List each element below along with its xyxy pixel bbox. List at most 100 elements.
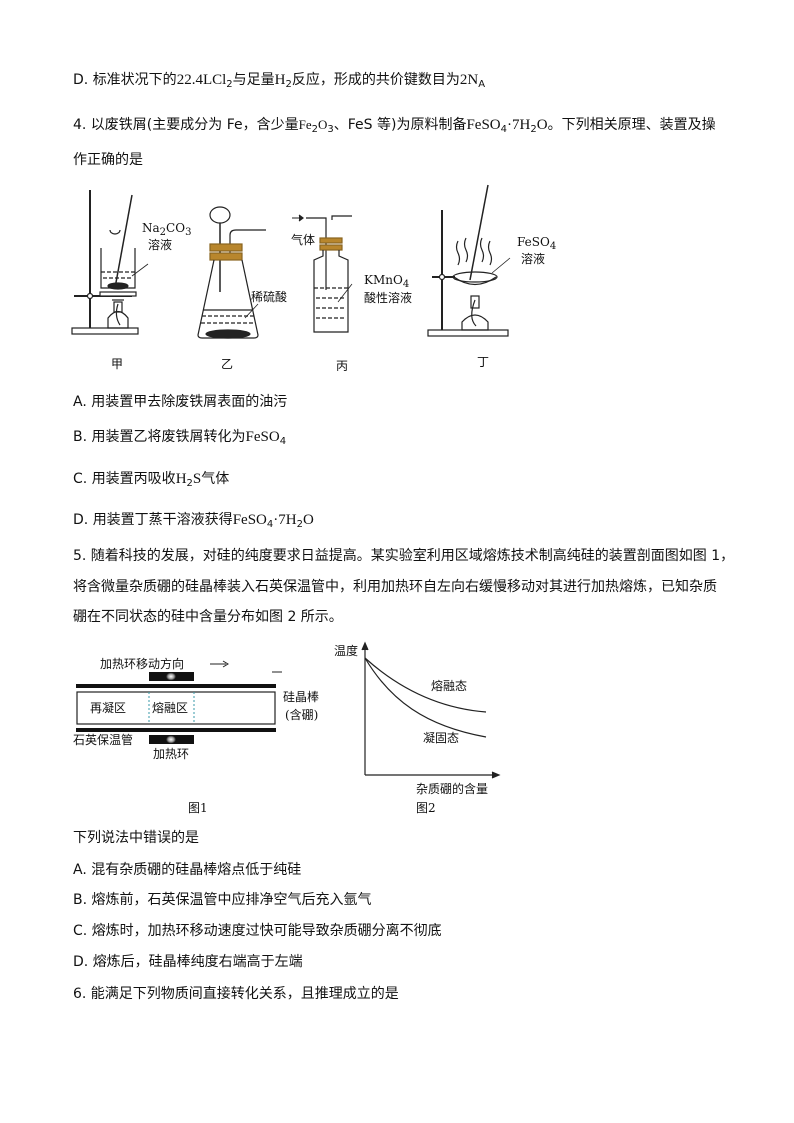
fig2-ylabel: 温度	[334, 644, 359, 658]
formula: O	[536, 117, 548, 133]
text: 反应，形成的共价键数目为	[291, 72, 460, 88]
option-text: 用装置丁蒸干溶液获得	[92, 512, 233, 528]
curve-solid	[364, 657, 487, 738]
ding-label-solution: 溶液	[521, 252, 546, 266]
apparatus-yi	[197, 206, 266, 339]
jia-label-solution: 溶液	[148, 238, 173, 252]
option-letter: A.	[73, 862, 87, 878]
subscript: 2	[226, 79, 233, 90]
q5-option-a[interactable]: A. 混有杂质硼的硅晶棒熔点低于纯硅	[73, 861, 301, 879]
apparatus-ding	[427, 184, 511, 337]
subscript: 2	[296, 519, 303, 530]
q4-option-a[interactable]: A. 用装置甲去除废铁屑表面的油污	[73, 393, 287, 411]
formula: ·7H	[273, 512, 297, 528]
option-letter: B.	[73, 429, 88, 445]
curve-molten	[364, 657, 487, 713]
yi-caption: 乙	[221, 357, 234, 371]
q5-option-c[interactable]: C. 熔炼时，加热环移动速度过快可能导致杂质硼分离不彻底	[73, 922, 442, 940]
subscript: 2	[530, 124, 537, 135]
formula: FeSO	[466, 117, 501, 133]
fig1-zone-recondense: 再凝区	[90, 701, 127, 715]
formula: 22.4LCl	[176, 72, 227, 88]
fig2-xlabel: 杂质硼的含量	[416, 782, 489, 796]
subscript: A	[478, 79, 486, 90]
text: 、FeS 等)为原料制备	[333, 117, 467, 133]
option-letter: D.	[73, 72, 89, 88]
ding-caption: 丁	[477, 355, 490, 369]
option-text: 熔炼时，加热环移动速度过快可能导致杂质硼分离不彻底	[91, 923, 442, 939]
q5-question: 下列说法中错误的是	[73, 830, 199, 846]
formula: S	[192, 471, 202, 487]
apparatus-bing	[292, 214, 353, 333]
q4-stem-line2: 作正确的是	[73, 152, 143, 168]
formula: O	[302, 512, 314, 528]
formula: H	[175, 471, 187, 487]
option-letter: A.	[73, 394, 87, 410]
q5-stem-line2: 将含微量杂质硼的硅晶棒装入石英保温管中，利用加热环自左向右缓慢移动对其进行加热熔…	[73, 579, 717, 595]
subscript: 2	[186, 478, 193, 489]
yi-label: 稀硫酸	[251, 290, 288, 304]
fig2-curve-solid: 凝固态	[423, 731, 460, 745]
formula: FeSO	[245, 429, 280, 445]
option-letter: B.	[73, 892, 88, 908]
fig1-zone-molten: 熔融区	[152, 701, 189, 715]
fig2-curve-molten: 熔融态	[431, 679, 468, 693]
fig1-direction-label: 加热环移动方向	[100, 657, 185, 671]
subscript: 4	[279, 436, 287, 447]
q3-option-d: D. 标准状况下的22.4LCl2与足量H2反应，形成的共价键数目为2NA	[73, 71, 486, 90]
formula: H	[274, 72, 286, 88]
q5-stem-line1: 5. 随着科技的发展，对硅的纯度要求日益提高。某实验室利用区域熔炼技术制高纯硅的…	[73, 548, 735, 564]
bing-gas-label: 气体	[291, 233, 316, 247]
option-text: 熔炼后，硅晶棒纯度右端高于左端	[92, 954, 303, 970]
text: 。下列相关原理、装置及操	[547, 117, 716, 133]
option-text: 混有杂质硼的硅晶棒熔点低于纯硅	[91, 862, 302, 878]
option-text: 用装置乙将废铁屑转化为	[91, 429, 246, 445]
q4-stem-line1: 4. 以废铁屑(主要成分为 Fe，含少量Fe2O3、FeS 等)为原料制备FeS…	[73, 116, 716, 135]
formula: O	[318, 117, 328, 132]
q5-stem-line3: 硼在不同状态的硅中含量分布如图 2 所示。	[73, 609, 343, 625]
figure-2-chart	[361, 641, 501, 779]
text: 标准状况下的	[92, 72, 177, 88]
formula: FeSO	[232, 512, 267, 528]
option-text: 气体	[201, 471, 230, 487]
option-text: 熔炼前，石英保温管中应排净空气后充入氩气	[91, 892, 372, 908]
fig1-tube-label: 石英保温管	[73, 733, 134, 747]
text: 与足量	[232, 72, 275, 88]
fig1-ring-label: 加热环	[153, 747, 190, 761]
option-text: 用装置丙吸收	[91, 471, 176, 487]
option-letter: D.	[73, 954, 89, 970]
fig1-rod-label: 硅晶棒	[283, 690, 320, 704]
q5-option-b[interactable]: B. 熔炼前，石英保温管中应排净空气后充入氩气	[73, 891, 372, 909]
q6-stem: 6. 能满足下列物质间直接转化关系，且推理成立的是	[73, 986, 399, 1002]
quartz-tube-top	[76, 684, 276, 688]
jia-caption: 甲	[111, 357, 124, 371]
bing-label-solution: 酸性溶液	[364, 291, 413, 305]
fig2-caption: 图2	[416, 801, 436, 815]
subscript: 4	[500, 124, 508, 135]
q4-option-b[interactable]: B. 用装置乙将废铁屑转化为FeSO4	[73, 428, 287, 447]
silicon-rod	[76, 691, 276, 725]
figure-1-zone-melting	[76, 671, 282, 744]
formula: ·7H	[507, 117, 531, 133]
option-letter: C.	[73, 923, 88, 939]
subscript: 2	[285, 79, 292, 90]
apparatus-figure	[71, 184, 511, 339]
q4-option-d[interactable]: D. 用装置丁蒸干溶液获得FeSO4·7H2O	[73, 511, 314, 530]
jia-label-formula: Na2CO3	[142, 221, 192, 238]
fig1-caption: 图1	[188, 801, 208, 815]
subscript: 2	[311, 124, 318, 135]
option-letter: C.	[73, 471, 88, 487]
formula: Fe	[298, 117, 312, 132]
q5-option-d[interactable]: D. 熔炼后，硅晶棒纯度右端高于左端	[73, 953, 303, 971]
fig1-rod-boron: (含硼)	[285, 708, 319, 722]
q4-option-c[interactable]: C. 用装置丙吸收H2S气体	[73, 470, 230, 489]
apparatus-jia	[71, 190, 149, 335]
formula: 2N	[459, 72, 479, 88]
ding-label-formula: FeSO4	[517, 235, 557, 252]
arrow-right-icon	[210, 660, 229, 668]
option-letter: D.	[73, 512, 89, 528]
bing-label-formula: KMnO4	[364, 273, 410, 290]
quartz-tube-bottom	[76, 728, 276, 732]
subscript: 3	[327, 124, 334, 135]
bing-caption: 丙	[336, 359, 349, 373]
